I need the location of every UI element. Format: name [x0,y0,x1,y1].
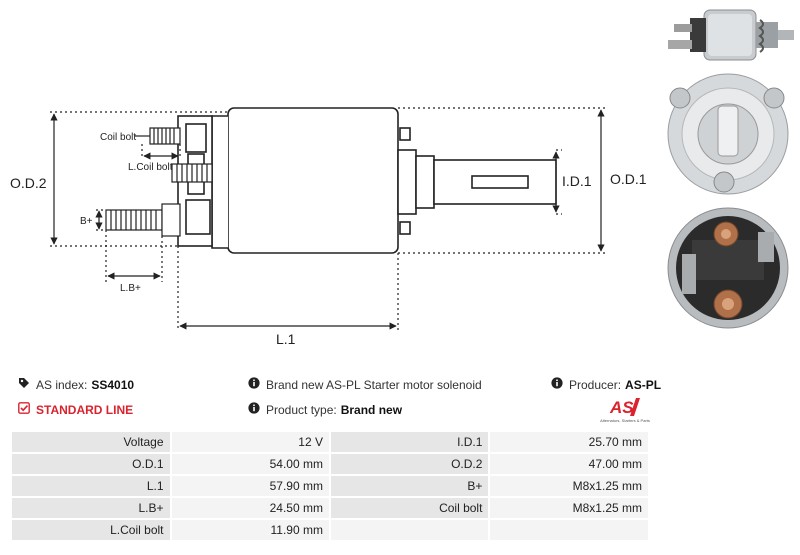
spec-key: Coil bolt [330,498,489,518]
spec-value: 11.90 mm [171,520,329,540]
checkbox-checked-icon [18,402,30,417]
standard-line-row: STANDARD LINE [18,402,133,417]
info-icon [248,377,260,392]
l1-label: L.1 [276,331,296,347]
lb-plus-label: L.B+ [120,283,141,294]
as-pl-logo: AS Alternators, Starters & Parts [600,398,650,423]
end-cap [211,115,228,249]
b-plus-label: B+ [80,216,93,227]
terminal-thread [171,163,213,183]
spec-key: B+ [330,476,489,496]
od2-label: O.D.2 [10,175,47,191]
table-row: Voltage 12 V I.D.1 25.70 mm [12,432,648,452]
solenoid-terminal-photo [667,207,789,329]
table-row: O.D.1 54.00 mm O.D.2 47.00 mm [12,454,648,474]
product-type-label: Product type: [266,402,337,417]
as-index-value: SS4010 [91,377,135,392]
od1-label: O.D.1 [610,171,647,187]
spec-value-empty [490,520,648,540]
as-index-row: AS index: SS4010 [18,377,134,392]
spec-key-empty [330,520,489,540]
standard-line-label: STANDARD LINE [36,402,134,417]
spec-value: 57.90 mm [171,476,329,496]
table-row: L.Coil bolt 11.90 mm [12,520,648,540]
as-index-label: AS index: [36,377,88,392]
logo-tagline: Alternators, Starters & Parts [600,418,650,423]
spec-key: I.D.1 [330,432,489,452]
description-text: Brand new AS-PL Starter motor solenoid [266,377,482,392]
spec-value: 54.00 mm [171,454,329,474]
b-plus-bolt-thread [105,203,181,237]
product-type-row: Product type: Brand new [248,402,402,417]
coil-bolt-label: Coil bolt [100,132,136,143]
spec-value: M8x1.25 mm [490,476,648,496]
spec-value: 25.70 mm [490,432,648,452]
spec-value: 47.00 mm [490,454,648,474]
coil-bolt-thread [149,127,181,145]
spec-value: M8x1.25 mm [490,498,648,518]
spec-value: 24.50 mm [171,498,329,518]
solenoid-front-photo [667,73,789,195]
spec-key: L.1 [12,476,170,496]
spec-value: 12 V [171,432,329,452]
spec-key: O.D.2 [330,454,489,474]
producer-value: AS-PL [625,377,662,392]
info-icon [248,402,260,417]
l-coil-bolt-label: L.Coil bolt [128,162,173,173]
spec-key: Voltage [12,432,170,452]
producer-label: Producer: [569,377,622,392]
solenoid-side-photo [668,9,794,61]
logo-text: AS [609,398,634,417]
spec-key: O.D.1 [12,454,170,474]
plunger-housing [397,149,417,215]
solenoid-body [227,107,399,254]
table-row: L.B+ 24.50 mm Coil bolt M8x1.25 mm [12,498,648,518]
plunger-slot [471,175,529,189]
tags-icon [18,377,30,392]
producer-row: Producer: AS-PL [551,377,661,392]
id1-label: I.D.1 [562,173,592,189]
logo-slash [630,398,640,416]
spec-key: L.Coil bolt [12,520,170,540]
info-icon [551,377,563,392]
specs-table: Voltage 12 V I.D.1 25.70 mm O.D.1 54.00 … [10,430,650,542]
solenoid-technical-drawing: O.D.2 O.D.1 I.D.1 L.1 L.B+ B+ Coil bolt … [10,107,647,347]
table-row: L.1 57.90 mm B+ M8x1.25 mm [12,476,648,496]
product-type-value: Brand new [340,402,403,417]
description-row: Brand new AS-PL Starter motor solenoid [248,377,482,392]
spec-key: L.B+ [12,498,170,518]
